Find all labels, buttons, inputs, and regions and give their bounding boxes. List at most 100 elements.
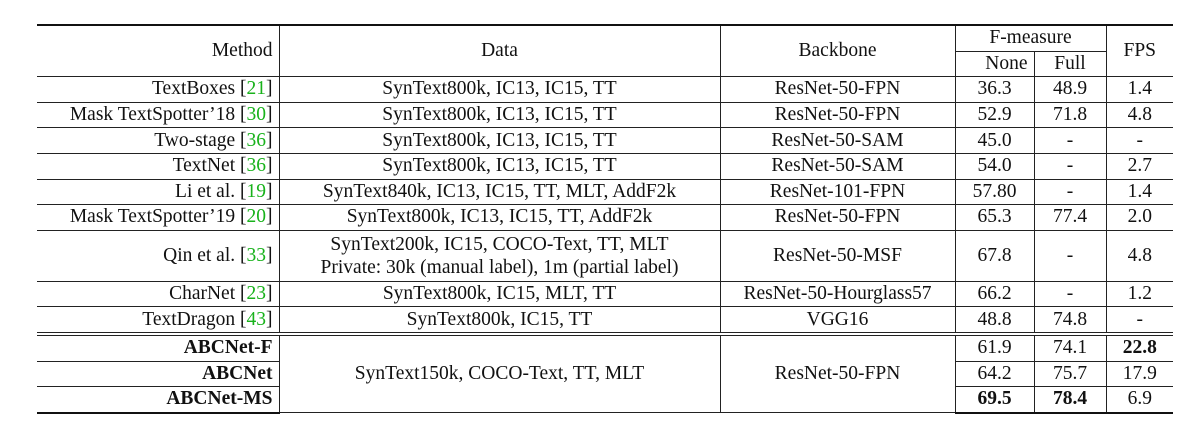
method-name: TextDragon [ [142, 308, 247, 330]
fps-cell: 4.8 [1105, 102, 1173, 129]
method-cell: Two-stage [36] [37, 127, 280, 154]
full-cell: 74.1 [1033, 331, 1107, 362]
method-name: Mask TextSpotter’19 [ [69, 206, 247, 228]
backbone-cell: ResNet-50-FPN [719, 76, 956, 103]
table-row: Li et al. [19] SynText840k, IC13, IC15, … [37, 179, 1173, 206]
method-name: Mask TextSpotter’18 [ [69, 104, 247, 126]
table-row: Two-stage [36] SynText800k, IC13, IC15, … [37, 127, 1173, 154]
backbone-cell: ResNet-50-MSF [719, 230, 956, 282]
method-cell: Qin et al. [33] [37, 230, 280, 282]
header-fps: FPS [1105, 24, 1173, 78]
none-cell: 66.2 [954, 281, 1035, 308]
method-cell: ABCNet-MS [37, 386, 280, 414]
method-cell: ABCNet-F [37, 331, 280, 362]
citation-link[interactable]: 21 [246, 78, 267, 100]
backbone-cell: ResNet-50-SAM [719, 127, 956, 154]
full-cell: 71.8 [1033, 102, 1107, 129]
table-row: CharNet [23] SynText800k, IC15, MLT, TT … [37, 281, 1173, 308]
header-fmeasure: F-measure [954, 23, 1107, 52]
header-full: Full [1033, 51, 1106, 78]
method-name: CharNet [ [169, 283, 247, 305]
table-row-ours: ABCNet-MS 69.5 78.4 6.9 [37, 386, 1173, 414]
backbone-cell: ResNet-50-FPN [719, 102, 956, 129]
none-cell: 52.9 [954, 102, 1035, 129]
data-cell: SynText150k, COCO-Text, TT, MLT [278, 331, 721, 414]
citation-link[interactable]: 23 [246, 283, 267, 305]
citation-link[interactable]: 30 [246, 104, 267, 126]
method-cell: TextDragon [43] [37, 306, 280, 335]
comparison-table: Method Data Backbone F-measure FPS None … [37, 23, 1173, 414]
full-cell: 75.7 [1033, 361, 1107, 388]
citation-link[interactable]: 33 [246, 245, 267, 267]
data-cell: SynText800k, IC15, MLT, TT [278, 281, 721, 308]
none-cell: 67.8 [954, 230, 1035, 282]
table-row: TextDragon [43] SynText800k, IC15, TT VG… [37, 306, 1173, 335]
data-cell: SynText800k, IC13, IC15, TT, AddF2k [278, 204, 721, 231]
citation-link[interactable]: 19 [246, 180, 267, 202]
fps-cell: 2.0 [1105, 204, 1173, 231]
none-cell: 65.3 [954, 204, 1035, 231]
full-cell: 78.4 [1033, 386, 1107, 414]
citation-link[interactable]: 20 [246, 206, 267, 228]
backbone-cell: ResNet-50-FPN [719, 204, 956, 231]
data-cell: SynText800k, IC13, IC15, TT [278, 76, 721, 103]
method-cell: Mask TextSpotter’19 [20] [37, 204, 280, 231]
full-cell: - [1033, 179, 1107, 206]
none-cell: 36.3 [954, 76, 1035, 103]
data-line-2: Private: 30k (manual label), 1m (partial… [320, 256, 679, 278]
header-backbone: Backbone [719, 24, 956, 78]
fps-cell: 4.8 [1105, 230, 1173, 282]
fps-cell: 22.8 [1105, 331, 1173, 362]
full-cell: 74.8 [1033, 306, 1107, 335]
none-cell: 57.80 [954, 179, 1035, 206]
full-cell: 48.9 [1033, 76, 1107, 103]
data-cell: SynText800k, IC13, IC15, TT [278, 127, 721, 154]
method-cell: ABCNet [37, 361, 280, 388]
fps-cell: 1.4 [1105, 76, 1173, 103]
none-cell: 64.2 [954, 361, 1035, 388]
fps-cell: 17.9 [1105, 361, 1173, 388]
method-name: Qin et al. [ [163, 245, 247, 267]
data-cell: SynText800k, IC13, IC15, TT [278, 102, 721, 129]
none-cell: 48.8 [954, 306, 1035, 335]
method-cell: CharNet [23] [37, 281, 280, 308]
none-cell: 61.9 [954, 331, 1035, 362]
data-cell: SynText800k, IC15, TT [278, 306, 721, 335]
backbone-cell: ResNet-50-Hourglass57 [719, 281, 956, 308]
table-row: Mask TextSpotter’19 [20] SynText800k, IC… [37, 204, 1173, 231]
table-row: Qin et al. [33] SynText200k, IC15, COCO-… [37, 230, 1173, 282]
citation-link[interactable]: 36 [246, 155, 267, 177]
fps-cell: - [1105, 127, 1173, 154]
none-cell: 54.0 [954, 153, 1035, 180]
data-line-1: SynText200k, IC15, COCO-Text, TT, MLT [330, 233, 669, 255]
fps-cell: - [1105, 306, 1173, 335]
table-row: TextNet [36] SynText800k, IC13, IC15, TT… [37, 153, 1173, 180]
none-cell: 69.5 [954, 386, 1035, 414]
table-row-ours: ABCNet-F SynText150k, COCO-Text, TT, MLT… [37, 331, 1173, 414]
method-name: Two-stage [ [154, 129, 247, 151]
data-cell: SynText800k, IC13, IC15, TT [278, 153, 721, 180]
results-table-container: Method Data Backbone F-measure FPS None … [37, 23, 1173, 414]
data-cell: SynText200k, IC15, COCO-Text, TT, MLT Pr… [278, 230, 721, 282]
none-cell: 45.0 [954, 127, 1035, 154]
method-cell: TextBoxes [21] [37, 76, 280, 103]
backbone-cell: ResNet-50-FPN [719, 331, 956, 414]
full-cell: - [1033, 153, 1107, 180]
full-cell: - [1033, 127, 1107, 154]
method-name: TextBoxes [ [152, 78, 247, 100]
backbone-cell: ResNet-101-FPN [719, 179, 956, 206]
header-data: Data [278, 24, 721, 78]
table-row: Mask TextSpotter’18 [30] SynText800k, IC… [37, 102, 1173, 129]
method-cell: TextNet [36] [37, 153, 280, 180]
backbone-cell: VGG16 [719, 306, 956, 335]
citation-link[interactable]: 36 [246, 129, 267, 151]
full-cell: 77.4 [1033, 204, 1107, 231]
citation-link[interactable]: 43 [246, 308, 267, 330]
method-name: TextNet [ [172, 155, 247, 177]
fps-cell: 2.7 [1105, 153, 1173, 180]
full-cell: - [1033, 230, 1107, 282]
table-row: TextBoxes [21] SynText800k, IC13, IC15, … [37, 76, 1173, 103]
fps-cell: 1.2 [1105, 281, 1173, 308]
full-cell: - [1033, 281, 1107, 308]
table-row-ours: ABCNet 64.2 75.7 17.9 [37, 361, 1173, 388]
